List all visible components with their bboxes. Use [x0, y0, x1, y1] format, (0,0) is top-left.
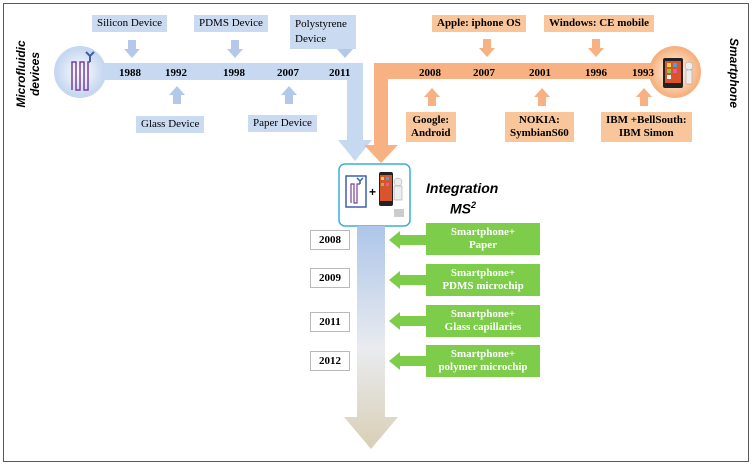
- google-android-label: Google: Android: [406, 112, 456, 142]
- glass-device-label: Glass Device: [136, 116, 205, 133]
- box3-line1: Smartphone+: [450, 308, 516, 320]
- smartphone-bottom-arrows: [424, 88, 652, 106]
- box3-line2: Glass capillaries: [444, 321, 522, 333]
- apple-ios-label: Apple: iphone OS: [432, 15, 526, 32]
- integration-year-2008: 2008: [310, 230, 350, 250]
- windows-ce-label: Windows: CE mobile: [544, 15, 655, 32]
- year-2011: 2011: [329, 67, 351, 79]
- integration-title: Integration MS2: [426, 180, 498, 218]
- year-2008-phone: 2008: [419, 67, 441, 79]
- google-label-line1: Google:: [412, 114, 450, 126]
- microfluidic-devices-label: Microfluidic devices: [14, 34, 42, 114]
- pdms-device-label: PDMS Device: [194, 15, 268, 32]
- year-1998: 1998: [223, 67, 245, 79]
- integration-timeline-arrow: [344, 226, 398, 449]
- box2-line2: PDMS microchip: [442, 280, 524, 292]
- smartphone-glass-box: Smartphone+ Glass capillaries: [426, 305, 540, 337]
- year-2007-phone: 2007: [473, 67, 495, 79]
- year-1988: 1988: [119, 67, 141, 79]
- microfluidic-label-line2: devices: [28, 51, 42, 97]
- smartphone-top-arrows: [479, 39, 604, 57]
- smartphone-icon: [663, 58, 694, 88]
- nokia-symbian-label: NOKIA: SymbianS60: [505, 112, 574, 142]
- nokia-label-line1: NOKIA:: [518, 114, 560, 126]
- smartphone-paper-box: Smartphone+ Paper: [426, 223, 540, 255]
- microfluidic-label-line1: Microfluidic: [14, 40, 28, 108]
- box2-line1: Smartphone+: [450, 267, 516, 279]
- silicon-device-label: Silicon Device: [92, 15, 168, 32]
- integration-label: Integration: [426, 180, 499, 196]
- smartphone-pdms-box: Smartphone+ PDMS microchip: [426, 264, 540, 296]
- polystyrene-device-label: Polystyrene Device: [290, 15, 356, 49]
- box1-line2: Paper: [468, 239, 498, 251]
- ms2-label: MS2: [426, 197, 498, 218]
- year-2001-phone: 2001: [529, 67, 551, 79]
- box4-line1: Smartphone+: [450, 348, 516, 360]
- ibm-label-line1: IBM +BellSouth:: [606, 114, 687, 126]
- microfluidic-chip-icon: [71, 51, 95, 91]
- plus-sign: +: [369, 185, 376, 199]
- integration-arrows: [389, 231, 426, 370]
- google-label-line2: Android: [411, 127, 451, 139]
- year-1996-phone: 1996: [585, 67, 607, 79]
- year-1992: 1992: [165, 67, 187, 79]
- smartphone-polymer-box: Smartphone+ polymer microchip: [426, 345, 540, 377]
- figure-frame: [3, 3, 749, 462]
- integration-year-2011: 2011: [310, 312, 350, 332]
- year-1993-phone: 1993: [632, 67, 654, 79]
- paper-device-label: Paper Device: [248, 115, 317, 132]
- ibm-label-line2: IBM Simon: [618, 127, 674, 139]
- ibm-simon-label: IBM +BellSouth: IBM Simon: [601, 112, 692, 142]
- integration-year-2012: 2012: [310, 351, 350, 371]
- ms-superscript: 2: [471, 200, 477, 210]
- ms-text: MS: [450, 200, 471, 217]
- integration-year-2009: 2009: [310, 268, 350, 288]
- integration-phone-icon: [379, 172, 404, 217]
- microfluidic-bottom-arrows: [169, 86, 297, 104]
- smartphone-label-text: Smartphone: [727, 37, 741, 108]
- smartphone-label: Smartphone: [727, 23, 741, 123]
- integration-chip-icon: [345, 175, 367, 208]
- box4-line2: polymer microchip: [438, 361, 528, 373]
- year-2007: 2007: [277, 67, 299, 79]
- box1-line1: Smartphone+: [450, 226, 516, 238]
- microfluidic-band: [78, 63, 372, 161]
- nokia-label-line2: SymbianS60: [510, 127, 569, 139]
